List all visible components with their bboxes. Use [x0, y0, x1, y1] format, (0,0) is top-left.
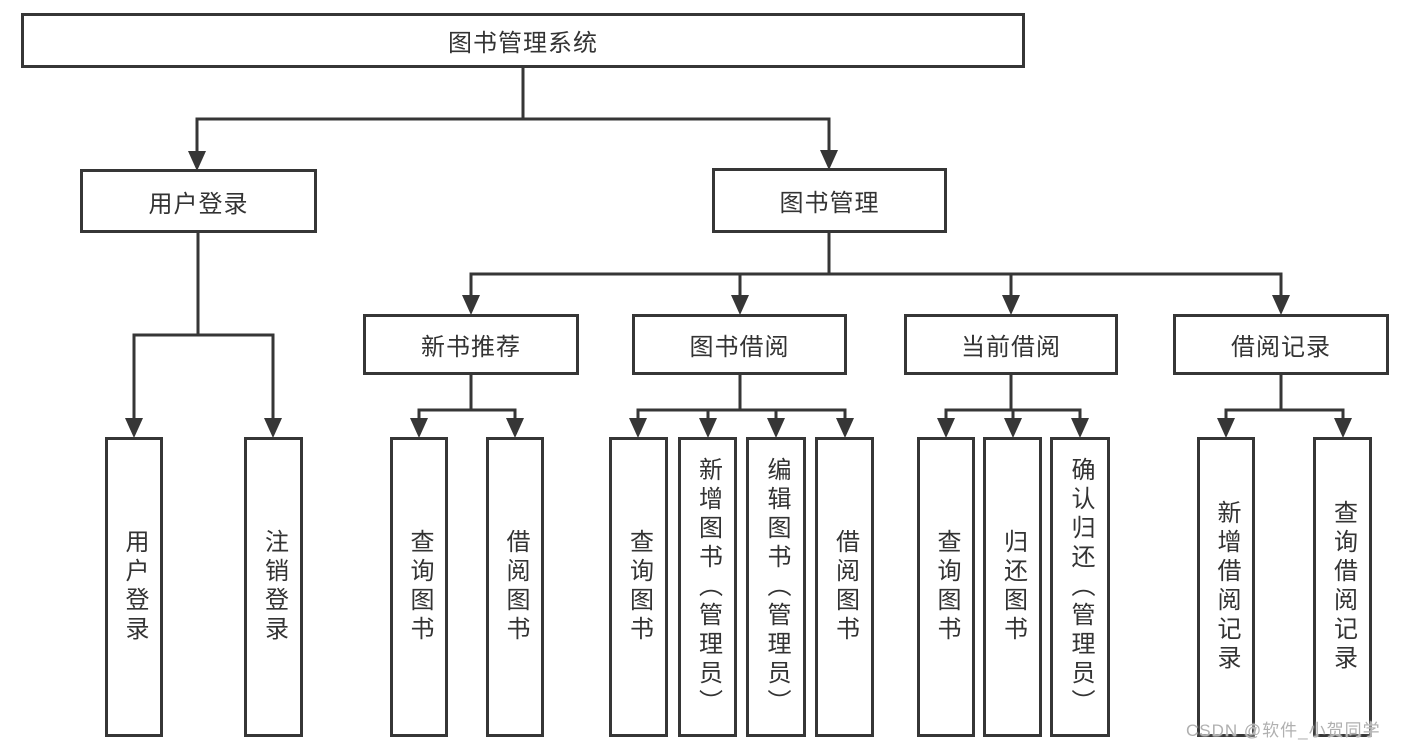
node-label: 编辑图书（管理员）: [763, 456, 790, 718]
node-label: 借阅记录: [1231, 334, 1331, 361]
node-current-borrow: 当前借阅: [904, 314, 1118, 375]
node-label: 新书推荐: [421, 334, 521, 361]
leaf-logout: 注销登录: [244, 437, 303, 737]
node-root-library-system: 图书管理系统: [21, 13, 1025, 68]
node-user-login: 用户登录: [80, 169, 317, 233]
node-label: 借阅图书: [831, 529, 859, 645]
leaf-borrow-books: 借阅图书: [815, 437, 874, 737]
node-label: 查询图书: [933, 529, 960, 645]
node-label: 查询图书: [625, 529, 653, 645]
node-new-book-recommend: 新书推荐: [363, 314, 579, 375]
leaf-query-books-recommend: 查询图书: [390, 437, 448, 737]
node-label: 图书借阅: [689, 334, 790, 361]
leaf-add-borrow-record: 新增借阅记录: [1197, 437, 1255, 737]
node-label: 用户登录: [148, 190, 249, 218]
connectors-group: [125, 68, 1352, 438]
node-label: 查询借阅记录: [1329, 500, 1357, 674]
leaf-add-books-admin: 新增图书（管理员）: [678, 437, 737, 737]
leaf-return-books: 归还图书: [983, 437, 1042, 737]
node-label: 用户登录: [121, 529, 148, 645]
leaf-borrow-books-recommend: 借阅图书: [486, 437, 544, 737]
node-label: 注销登录: [260, 529, 288, 645]
leaf-query-books-borrow: 查询图书: [609, 437, 668, 737]
node-book-borrow: 图书借阅: [632, 314, 847, 375]
node-label: 确认归还（管理员）: [1067, 456, 1094, 718]
node-label: 图书管理: [779, 190, 880, 217]
leaf-confirm-return-admin: 确认归还（管理员）: [1050, 437, 1110, 737]
node-label: 图书管理系统: [448, 30, 598, 57]
csdn-watermark: CSDN @软件_小贺同学: [1186, 721, 1381, 740]
node-label: 归还图书: [999, 529, 1027, 645]
leaf-query-borrow-record: 查询借阅记录: [1313, 437, 1372, 737]
node-book-management: 图书管理: [712, 168, 947, 233]
node-label: 查询图书: [406, 529, 433, 645]
node-label: 新增图书（管理员）: [694, 456, 722, 718]
leaf-edit-books-admin: 编辑图书（管理员）: [746, 437, 806, 737]
leaf-query-books-current: 查询图书: [917, 437, 975, 737]
leaf-user-login: 用户登录: [105, 437, 163, 737]
node-borrow-records: 借阅记录: [1173, 314, 1389, 375]
node-label: 借阅图书: [502, 529, 529, 645]
node-label: 新增借阅记录: [1213, 500, 1240, 674]
node-label: 当前借阅: [961, 334, 1061, 361]
